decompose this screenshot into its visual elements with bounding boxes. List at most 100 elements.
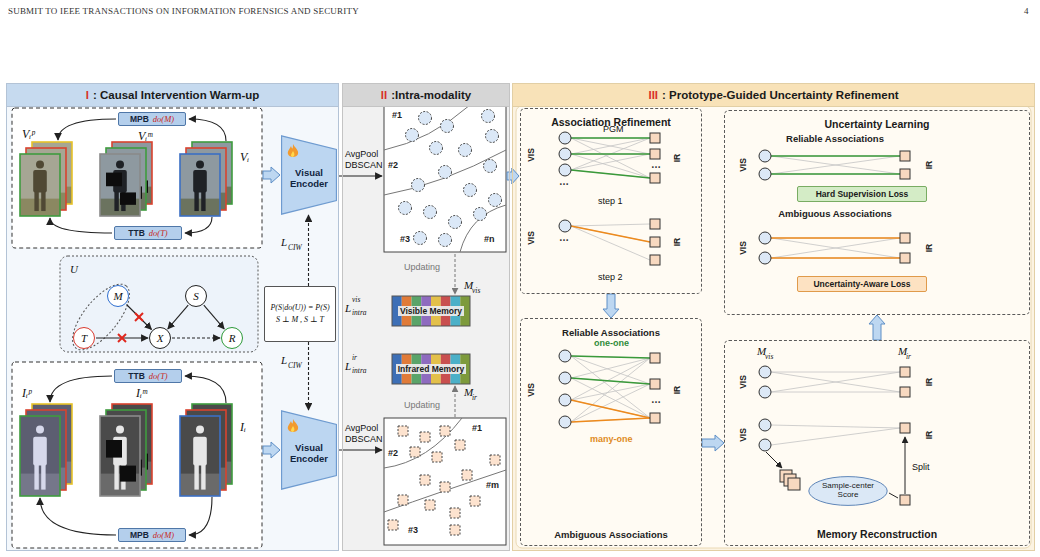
- person-leg: [194, 464, 198, 490]
- label: Ambiguous Associations: [778, 208, 892, 219]
- ir-node: [650, 219, 660, 229]
- label: DBSCAN: [345, 434, 383, 444]
- text-stack: Visible Memory: [392, 296, 470, 326]
- label: …: [651, 160, 661, 170]
- node-text: Hard Supervision Loss: [816, 189, 909, 199]
- visible-feature: [449, 216, 462, 229]
- visible-feature: [439, 166, 452, 179]
- node-text: TTB: [128, 371, 145, 381]
- ir-node: [650, 149, 660, 159]
- dashed-arrow: [172, 337, 220, 338]
- association-line: [771, 258, 900, 259]
- mask-patch: [120, 466, 136, 482]
- flame-inner: [291, 151, 294, 157]
- node-text: :Intra-modality: [391, 89, 471, 101]
- ambiguous-link: [771, 237, 900, 238]
- ir-node: [650, 133, 660, 143]
- node-text: II: [381, 89, 387, 101]
- loss-box: Hard Supervision Loss: [797, 186, 927, 202]
- module-frame: Memory ReconstructionSample-center Score: [724, 340, 1030, 546]
- infrared-feature: [470, 496, 480, 506]
- visible-feature: [419, 112, 432, 125]
- formula-box: P(S|do(U)) = P(S)S ⊥ M , S ⊥ T: [264, 286, 336, 342]
- module-box: TTBdo(T): [114, 369, 182, 383]
- panel-ground: [342, 83, 510, 551]
- augment-arrow: [50, 376, 112, 402]
- label: Split: [912, 462, 930, 472]
- stage-panel: III: Prototype-Guided Uncertainty Refine…: [512, 83, 1035, 551]
- label: U: [70, 263, 78, 275]
- label: #3: [408, 525, 418, 535]
- module-frame: Association Refinement: [520, 108, 702, 294]
- association-line: [771, 238, 900, 239]
- image-frame: [180, 154, 220, 216]
- node-text: Uncertainty-Aware Loss: [813, 279, 910, 289]
- label: vis: [765, 352, 773, 361]
- cluster-boundary: [384, 418, 462, 468]
- pooling-arrow: [339, 175, 382, 176]
- text-stack: S: [186, 286, 206, 306]
- image-border: [180, 416, 220, 496]
- label: many-one: [590, 434, 633, 444]
- person-body: [193, 437, 207, 466]
- label: M: [464, 279, 473, 291]
- image-border: [100, 416, 140, 496]
- vis-node: [559, 372, 571, 384]
- infrared-feature: [440, 426, 450, 436]
- vis-node: [559, 220, 571, 232]
- visible-feature: [441, 120, 454, 133]
- label: …: [559, 233, 569, 243]
- visible-feature: [484, 160, 497, 173]
- person-leg: [114, 464, 118, 490]
- node-text: I: [86, 89, 89, 101]
- augment-arrow: [189, 119, 226, 141]
- reliable-link: [571, 137, 650, 138]
- node-text: S: [193, 291, 199, 302]
- image-border: [20, 154, 60, 216]
- node-text: R: [229, 333, 236, 344]
- association-line: [571, 358, 650, 422]
- image-ground: [180, 474, 220, 496]
- infrared-feature: [388, 520, 398, 530]
- node-text: TTB: [128, 228, 145, 238]
- label: #n: [484, 234, 495, 244]
- label: ir: [352, 353, 357, 362]
- node-text: Reliable Associations: [562, 327, 660, 338]
- association-line: [571, 138, 650, 154]
- cluster-boundary: [384, 150, 506, 195]
- visible-feature: [430, 142, 443, 155]
- ir-node: [900, 423, 910, 433]
- panel-header: I: Causal Intervention Warm-up: [7, 84, 338, 107]
- ir-node: [650, 353, 660, 363]
- cluster-boundary: [460, 205, 506, 252]
- encoder-block: Visual Encoder: [281, 135, 337, 215]
- association-line: [571, 356, 650, 384]
- person-leg: [201, 191, 205, 211]
- label: #m: [486, 480, 499, 490]
- flow-arrow: [603, 294, 619, 318]
- stage-panel: I: Causal Intervention Warm-upMPBdo(M)TT…: [6, 83, 339, 551]
- module-frame: Reliable AssociationsAmbiguous Associati…: [520, 318, 702, 546]
- vis-node: [759, 252, 771, 264]
- ir-node: [900, 151, 910, 161]
- ir-node: [900, 233, 910, 243]
- label: Vᵢ: [240, 150, 249, 165]
- cluster-boundary: [384, 470, 506, 512]
- label: ir: [906, 352, 911, 361]
- text-stack: Visual Encoder: [281, 410, 337, 490]
- pooling-arrow: [339, 449, 382, 450]
- infrared-feature: [450, 508, 460, 518]
- score-ellipse: Sample-center Score: [808, 476, 888, 506]
- axis-label: IR: [924, 161, 934, 170]
- association-line: [571, 154, 650, 170]
- dashed-arrow: [308, 215, 309, 286]
- node-text: MPB: [130, 114, 149, 124]
- vis-node: [559, 132, 571, 144]
- tint-layer: [20, 154, 60, 216]
- split-arrow: [905, 437, 906, 494]
- vis-node: [759, 419, 771, 431]
- flow-arrow: [507, 168, 519, 184]
- reliable-link: [571, 378, 650, 384]
- visible-feature: [414, 232, 427, 245]
- label: one-one: [594, 338, 629, 348]
